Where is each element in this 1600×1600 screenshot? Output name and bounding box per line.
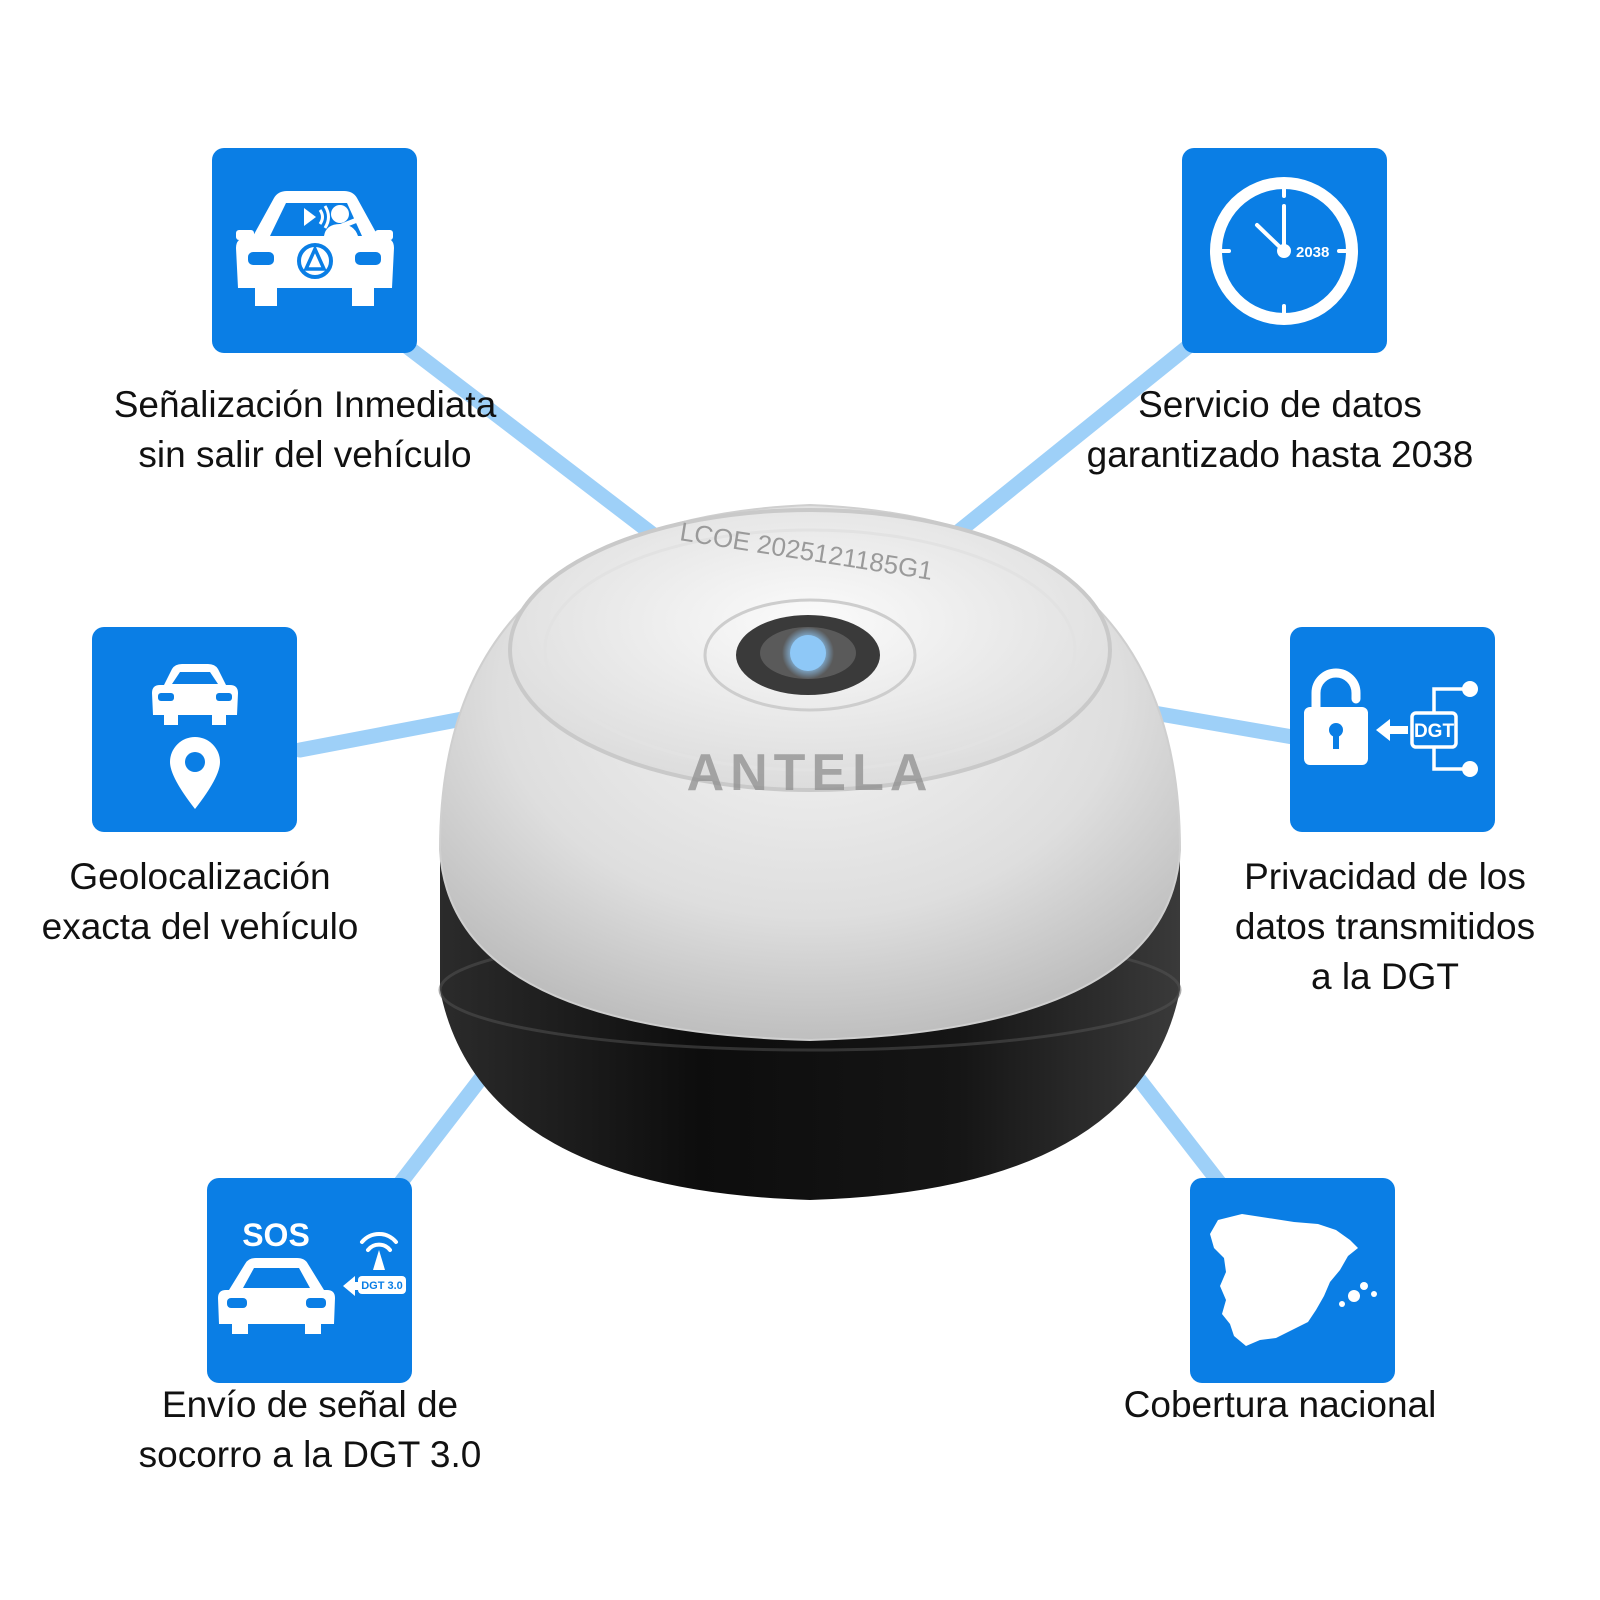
- feature-tile-coverage: [1190, 1178, 1395, 1383]
- feature-caption-sos: Envío de señal de socorro a la DGT 3.0: [138, 1384, 482, 1475]
- feature-caption-coverage: Cobertura nacional: [1123, 1384, 1437, 1425]
- feature-caption-signal: Señalización Inmediata sin salir del veh…: [113, 384, 497, 475]
- feature-caption-geolocation: Geolocalización exacta del vehículo: [41, 856, 359, 947]
- clock-2038-icon: 2038: [1210, 177, 1358, 325]
- feature-tile-signal: [212, 148, 417, 353]
- feature-tile-privacy: DGT: [1290, 627, 1495, 832]
- device-brand: ANTELA: [687, 744, 934, 802]
- sos-car-signal-icon: SOS DGT 3.0: [218, 1217, 406, 1334]
- feature-tile-sos: SOS DGT 3.0: [207, 1178, 412, 1383]
- feature-caption-privacy: Privacidad de los datos transmitidos a l…: [1234, 856, 1536, 997]
- feature-tile-geolocation: [92, 627, 297, 832]
- feature-caption-data-service: Servicio de datos garantizado hasta 2038: [1086, 384, 1474, 475]
- car-driver-signal-icon: [236, 191, 394, 306]
- sos-text: SOS: [242, 1217, 310, 1253]
- car-location-pin-icon: [152, 664, 238, 809]
- feature-tile-data-service: 2038: [1182, 148, 1387, 353]
- spain-map-icon: [1210, 1214, 1377, 1346]
- dgt-badge-text: DGT: [1414, 721, 1455, 742]
- padlock-dgt-network-icon: DGT: [1304, 668, 1478, 777]
- dgt30-badge-text: DGT 3.0: [361, 1280, 403, 1292]
- clock-year-text: 2038: [1296, 244, 1329, 261]
